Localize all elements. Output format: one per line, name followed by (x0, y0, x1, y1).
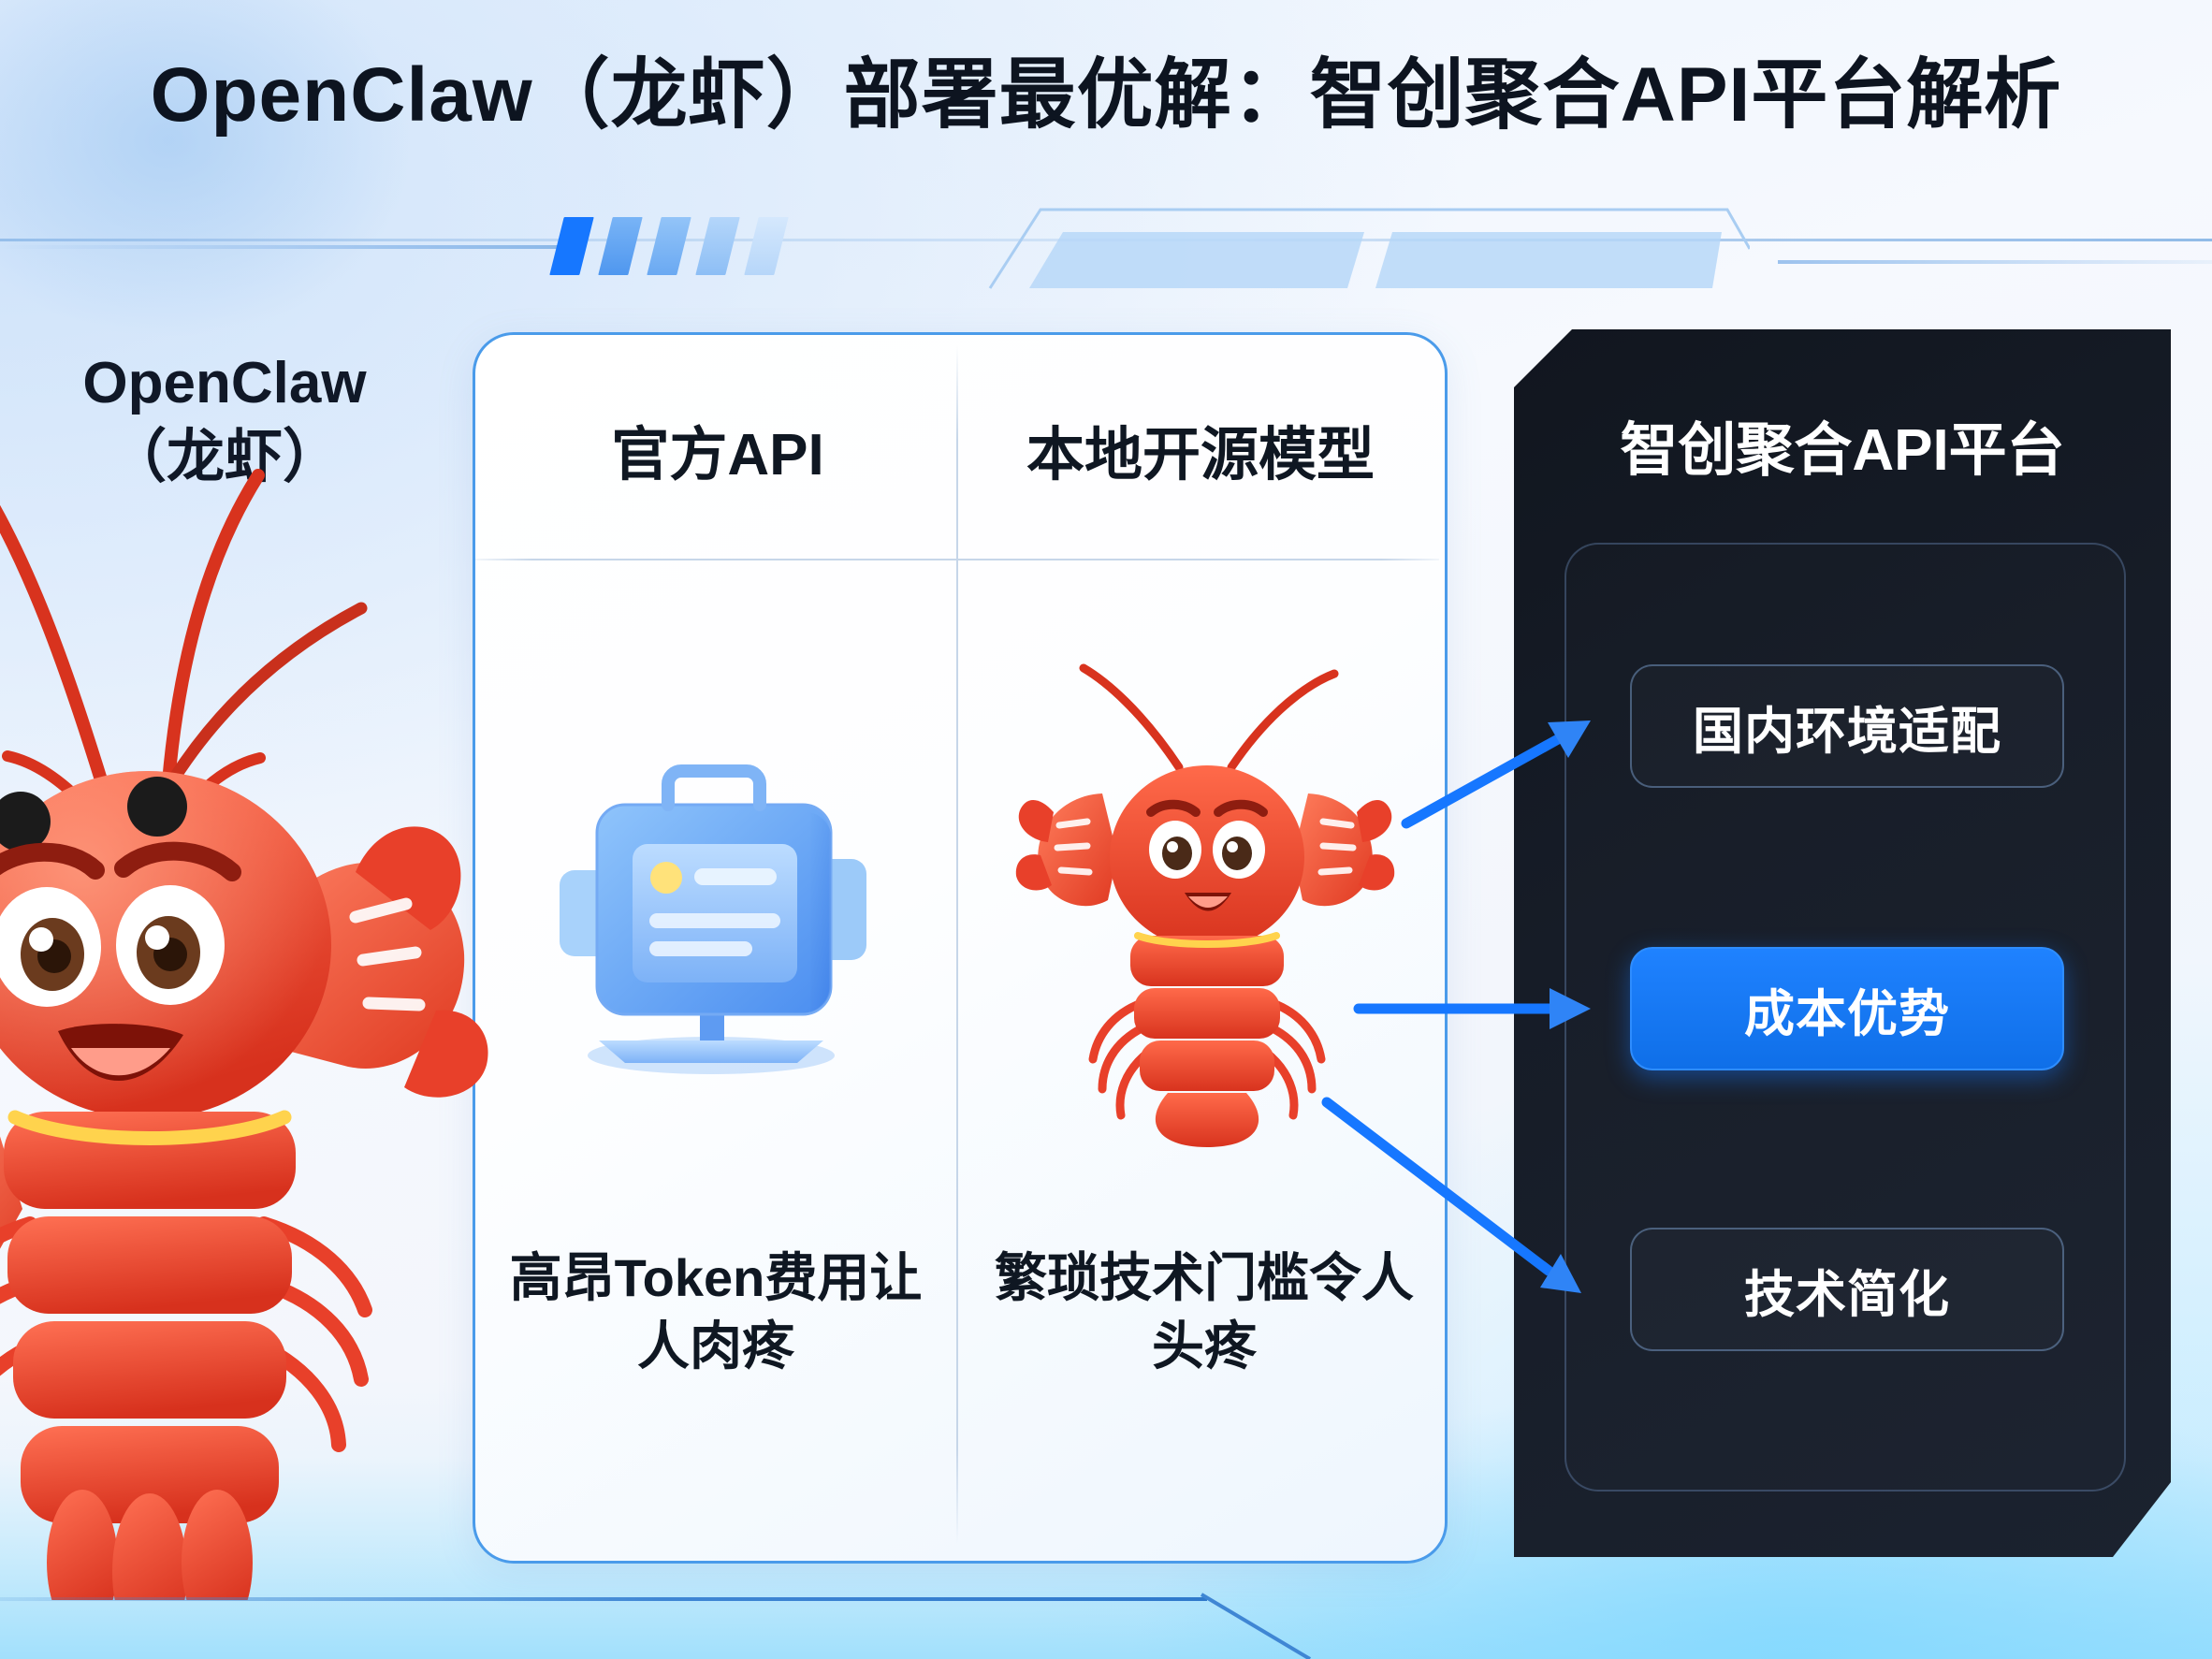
feature-card-cost-advantage[interactable]: 成本优势 (1630, 947, 2064, 1070)
slanted-bars-decor-icon (549, 217, 828, 275)
feature-label: 技术简化 (1744, 1266, 1950, 1323)
api-server-icon (560, 764, 866, 1074)
feature-card-tech-simplification[interactable]: 技术简化 (1630, 1228, 2064, 1351)
decor-right-rule (1778, 260, 2212, 264)
feature-card-domestic-adaptation[interactable]: 国内环境适配 (1630, 664, 2064, 788)
bottom-decor-rule (0, 1597, 1207, 1601)
trapezoid-panel-decor-icon (988, 208, 1750, 289)
platform-panel-title: 智创聚合API平台 (1620, 418, 2065, 483)
column-header-official-api: 官方API (611, 423, 824, 488)
column-header-local-model: 本地开源模型 (1026, 423, 1375, 488)
bottom-decor-diagonal (1200, 1593, 1312, 1659)
feature-label: 国内环境适配 (1693, 703, 2001, 760)
platform-panel (1514, 329, 2171, 1557)
comparison-column-divider (956, 344, 958, 1545)
decor-left-rule (0, 245, 561, 249)
left-label-line1: OpenClaw (82, 351, 367, 415)
column-caption-local-model: 繁琐技术门槛令人头疼 (995, 1248, 1414, 1375)
feature-label: 成本优势 (1744, 985, 1950, 1042)
lobster-mascot-icon (1015, 663, 1395, 1147)
top-left-glow (0, 0, 412, 337)
column-caption-official-api: 高昂Token费用让人肉疼 (509, 1248, 923, 1375)
bottom-right-decor (1422, 1553, 2212, 1659)
lobster-mascot-icon (0, 469, 488, 1600)
left-label-line2: （龙虾） (108, 425, 341, 490)
left-mascot-label: OpenClaw （龙虾） (28, 346, 421, 495)
page-title: OpenClaw（龙虾）部署最优解：智创聚合API平台解析 (150, 52, 2062, 138)
